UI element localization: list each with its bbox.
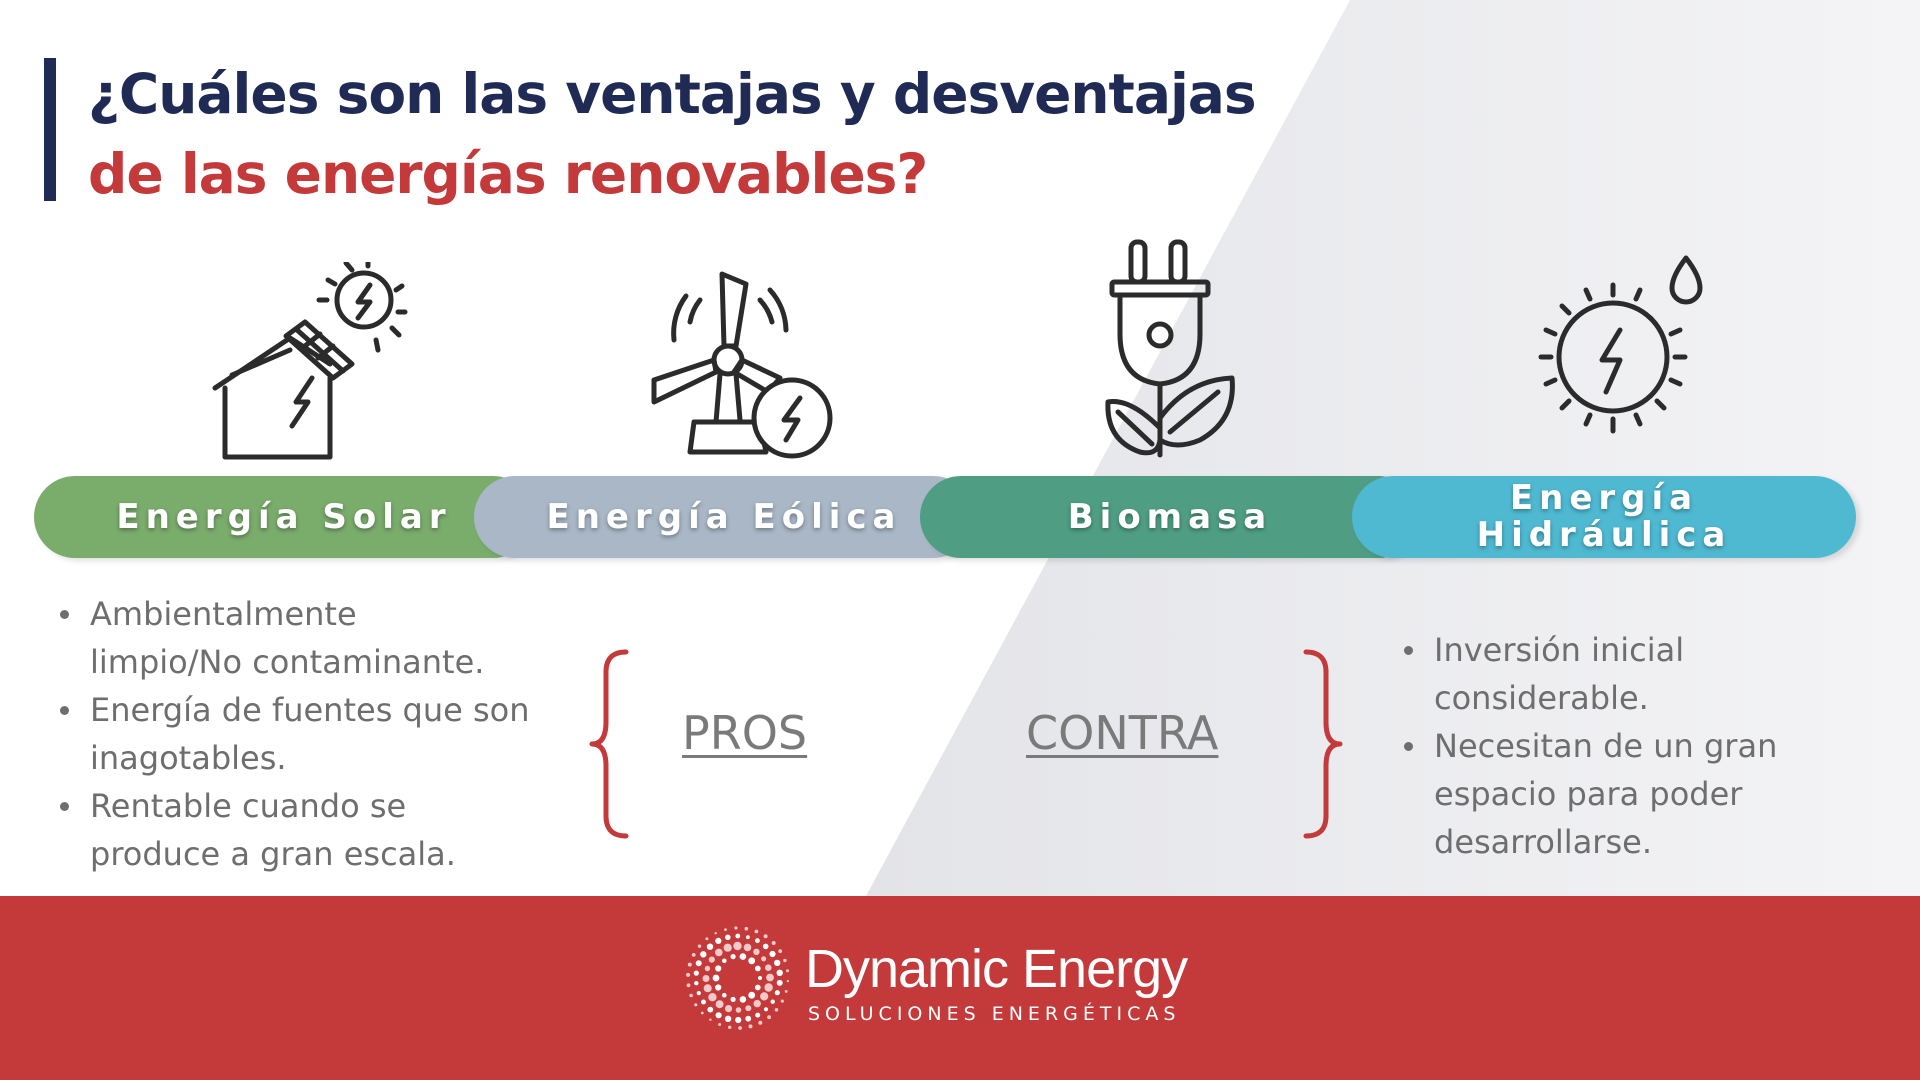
list-item-line: considerable. [1434, 679, 1649, 717]
category-hidraulica-label-line-1: Energía [1509, 478, 1699, 518]
category-hidraulica: Energía Hidráulica [1352, 476, 1856, 558]
contra-label: CONTRA [1026, 706, 1219, 760]
list-item: Inversión inicial considerable. [1404, 626, 1864, 722]
category-solar-label: Energía Solar [116, 496, 452, 537]
page-title: ¿Cuáles son las ventajas y desventajas d… [88, 54, 1388, 214]
category-biomasa: Biomasa [920, 476, 1420, 558]
list-item-line: inagotables. [90, 739, 287, 777]
list-item-line: Necesitan de un gran [1434, 727, 1778, 765]
brand-logo-icon [686, 926, 790, 1030]
list-item-line: Energía de fuentes que son [90, 691, 530, 729]
list-item: Rentable cuando se produce a gran escala… [60, 782, 590, 878]
pros-brace [589, 649, 629, 839]
category-hidraulica-label-line-2: Hidráulica [1476, 515, 1732, 555]
list-item-line: espacio para poder [1434, 775, 1743, 813]
category-eolica-label: Energía Eólica [546, 496, 902, 537]
category-biomasa-label: Biomasa [1067, 496, 1273, 537]
list-item-line: desarrollarse. [1434, 823, 1652, 861]
title-line-1: ¿Cuáles son las ventajas y desventajas [88, 62, 1257, 126]
footer-band [0, 896, 1920, 1080]
contra-brace [1303, 649, 1343, 839]
list-item: Ambientalmente limpio/No contaminante. [60, 590, 590, 686]
pros-label: PROS [682, 706, 808, 760]
list-item: Energía de fuentes que son inagotables. [60, 686, 590, 782]
title-line-2: de las energías renovables? [88, 142, 928, 206]
brand-tagline: SOLUCIONES ENERGÉTICAS [808, 1003, 1181, 1025]
category-solar: Energía Solar [34, 476, 534, 558]
list-item-line: Inversión inicial [1434, 631, 1685, 669]
pros-list: Ambientalmente limpio/No contaminante. E… [60, 590, 590, 878]
list-item: Necesitan de un gran espacio para poder … [1404, 722, 1864, 866]
category-eolica: Energía Eólica [474, 476, 974, 558]
plug-leaf-icon [1105, 239, 1235, 458]
wind-turbine-icon [651, 271, 833, 459]
brand-name: Dynamic Energy [805, 939, 1188, 999]
contra-list: Inversión inicial considerable. Necesita… [1404, 626, 1864, 866]
sun-bolt-drop-icon [1538, 255, 1703, 434]
solar-house-icon [212, 262, 408, 460]
list-item-line: Ambientalmente [90, 595, 357, 633]
list-item-line: limpio/No contaminante. [90, 643, 485, 681]
list-item-line: Rentable cuando se [90, 787, 407, 825]
title-accent-bar [44, 58, 56, 201]
list-item-line: produce a gran escala. [90, 835, 456, 873]
